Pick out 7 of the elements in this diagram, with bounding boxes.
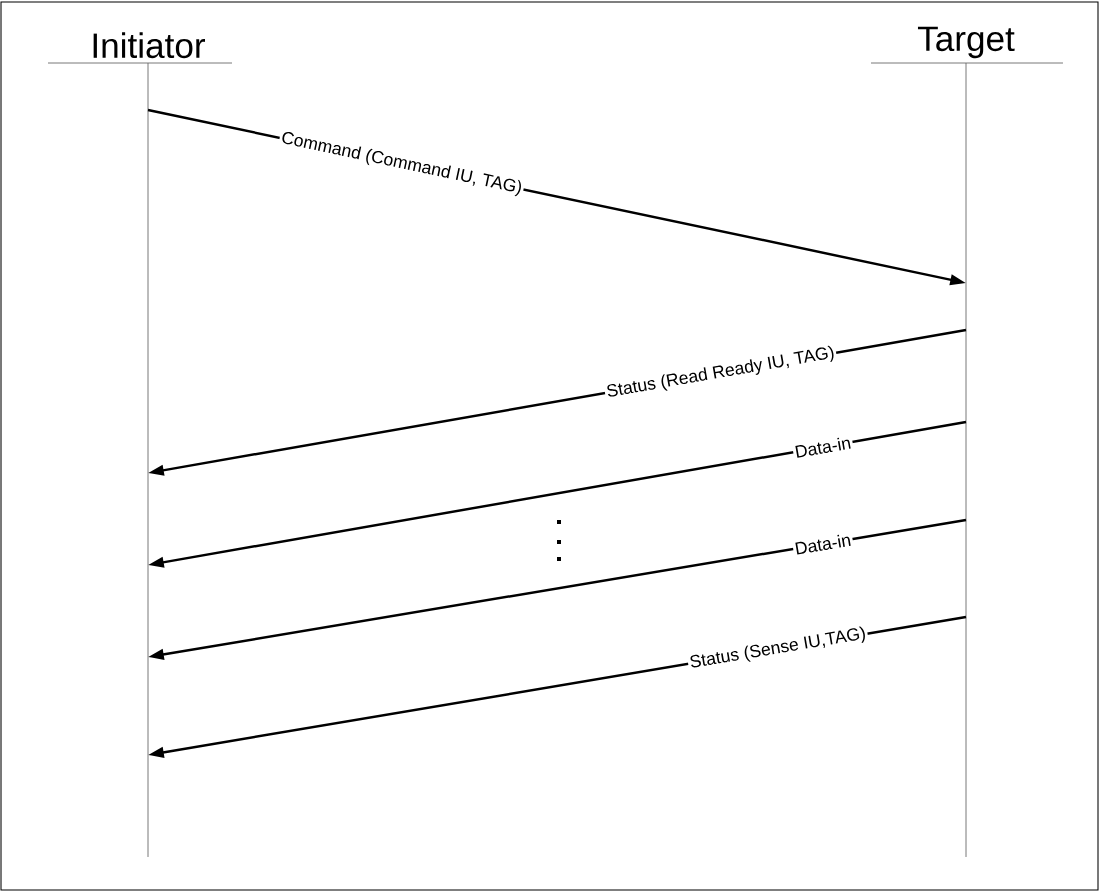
lifeline-heading: Target bbox=[917, 26, 1015, 59]
edge-label: Status (Read Ready IU, TAG) bbox=[603, 342, 838, 403]
lifeline-heading: Initiator bbox=[93, 32, 205, 59]
edge-label: Data-in bbox=[791, 433, 854, 461]
edge-label: Status (Sense IU,TAG) bbox=[686, 623, 870, 674]
edge-label: Data-in bbox=[791, 530, 854, 558]
edge-label: Command (Command IU, TAG) bbox=[277, 128, 526, 200]
